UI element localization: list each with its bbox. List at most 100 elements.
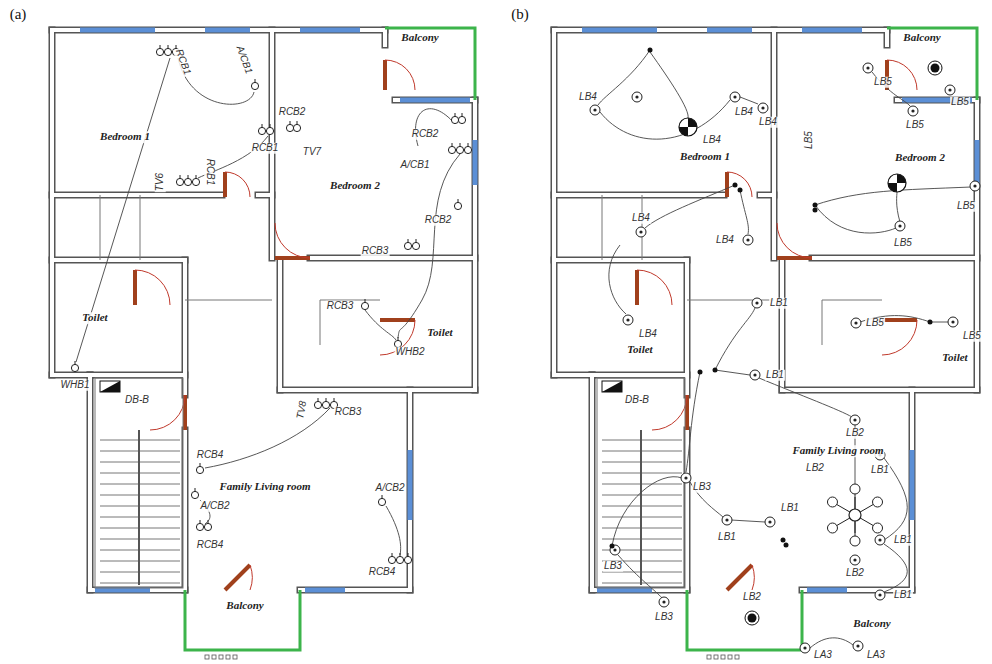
room-name: Toilet <box>626 344 653 356</box>
door-leaf <box>133 270 137 305</box>
socket-symbol <box>404 556 411 563</box>
room-name: Bedroom 1 <box>99 131 151 143</box>
wall <box>52 27 385 34</box>
socket-symbol <box>164 48 171 55</box>
chandelier-bulb <box>850 484 860 494</box>
lighting-wire <box>609 245 626 314</box>
socket-symbol <box>412 242 419 249</box>
circuit-label: LB1 <box>870 465 890 476</box>
circuit-label: TV7 <box>302 147 322 158</box>
socket-prong <box>392 553 393 556</box>
socket-prong <box>365 299 366 302</box>
door-leaf <box>223 172 227 197</box>
door-swing <box>250 565 252 590</box>
lighting-wire <box>600 100 730 139</box>
partition <box>100 195 101 260</box>
circuit-label: A/CB1 <box>400 160 431 171</box>
wall-fill <box>52 193 222 197</box>
light-point-dot <box>853 558 856 561</box>
socket-symbol <box>71 364 78 371</box>
circuit-label: LB2 <box>845 568 865 579</box>
light-point <box>636 227 646 237</box>
light-point-dot <box>856 644 859 647</box>
socket-symbol <box>184 178 191 185</box>
light-point-dot <box>662 600 665 603</box>
chandelier-bulb <box>827 523 837 533</box>
wall <box>52 257 185 264</box>
circuit-label: WHB1 <box>60 380 91 391</box>
socket-symbol <box>378 498 385 505</box>
socket-symbol <box>191 491 198 498</box>
wall <box>277 262 284 390</box>
socket-symbol <box>196 523 203 530</box>
switch-symbol <box>813 203 818 208</box>
wall-fill <box>554 373 592 377</box>
wall <box>782 387 977 394</box>
wall <box>87 375 94 590</box>
socket-layout <box>71 45 471 564</box>
wall-fill <box>590 375 594 590</box>
lighting-wire <box>815 205 896 233</box>
socket-prong <box>458 199 459 202</box>
room-name: Balcony <box>852 618 891 630</box>
partition <box>822 300 823 345</box>
socket-symbol <box>322 401 329 408</box>
lighting-wire <box>759 378 852 417</box>
light-point-dot <box>761 106 764 109</box>
wall <box>771 30 778 258</box>
wall-fill <box>592 588 687 592</box>
partition <box>140 195 141 260</box>
wall <box>280 387 475 394</box>
light-point-dot <box>755 301 758 304</box>
stair-well <box>95 378 183 588</box>
light-point <box>875 590 885 600</box>
door-swing <box>385 60 415 90</box>
light-point <box>863 63 873 73</box>
chandelier-bulb <box>873 523 883 533</box>
light-point <box>722 515 732 525</box>
stair-well <box>597 378 685 588</box>
building-outline <box>554 28 977 659</box>
socket-symbol <box>448 146 455 153</box>
light-point <box>948 317 958 327</box>
socket-prong <box>255 79 256 82</box>
socket-prong <box>318 398 319 401</box>
socket-prong <box>188 175 189 178</box>
socket-prong <box>382 495 383 498</box>
partition <box>320 300 321 345</box>
socket-symbol <box>266 127 273 134</box>
door-swing <box>225 172 250 197</box>
light-point <box>659 597 669 607</box>
wall <box>589 375 596 590</box>
door-swing <box>752 565 754 590</box>
wall-fill <box>383 30 387 45</box>
wall-fill <box>278 262 282 390</box>
room-name: Bedroom 1 <box>679 151 731 163</box>
door-leaf <box>225 565 250 590</box>
socket-symbol <box>293 124 300 131</box>
light-point <box>758 103 768 113</box>
wall-fill <box>554 193 724 197</box>
wall-fill <box>975 100 979 390</box>
circuit-label: LB5 <box>905 120 925 131</box>
circuit-label: LB5 <box>962 331 982 342</box>
light-point-dot <box>951 320 954 323</box>
light-point-dot <box>803 646 806 649</box>
lighting-wire <box>740 190 748 234</box>
wall <box>90 372 185 379</box>
lighting-wire <box>645 185 735 228</box>
light-point-dot <box>753 373 756 376</box>
circuit-label: LB2 <box>845 428 865 439</box>
ceiling-fan <box>888 174 906 192</box>
circuit-label: RCB3 <box>326 301 355 312</box>
door-leaf <box>725 172 729 197</box>
balcony-rail <box>687 590 802 650</box>
socket-symbol <box>204 523 211 530</box>
socket-symbol <box>396 556 403 563</box>
light-point <box>623 315 633 325</box>
light-point <box>743 235 753 245</box>
light-point <box>750 370 760 380</box>
circuit-label: WHB2 <box>395 347 426 358</box>
socket-prong <box>452 143 453 146</box>
